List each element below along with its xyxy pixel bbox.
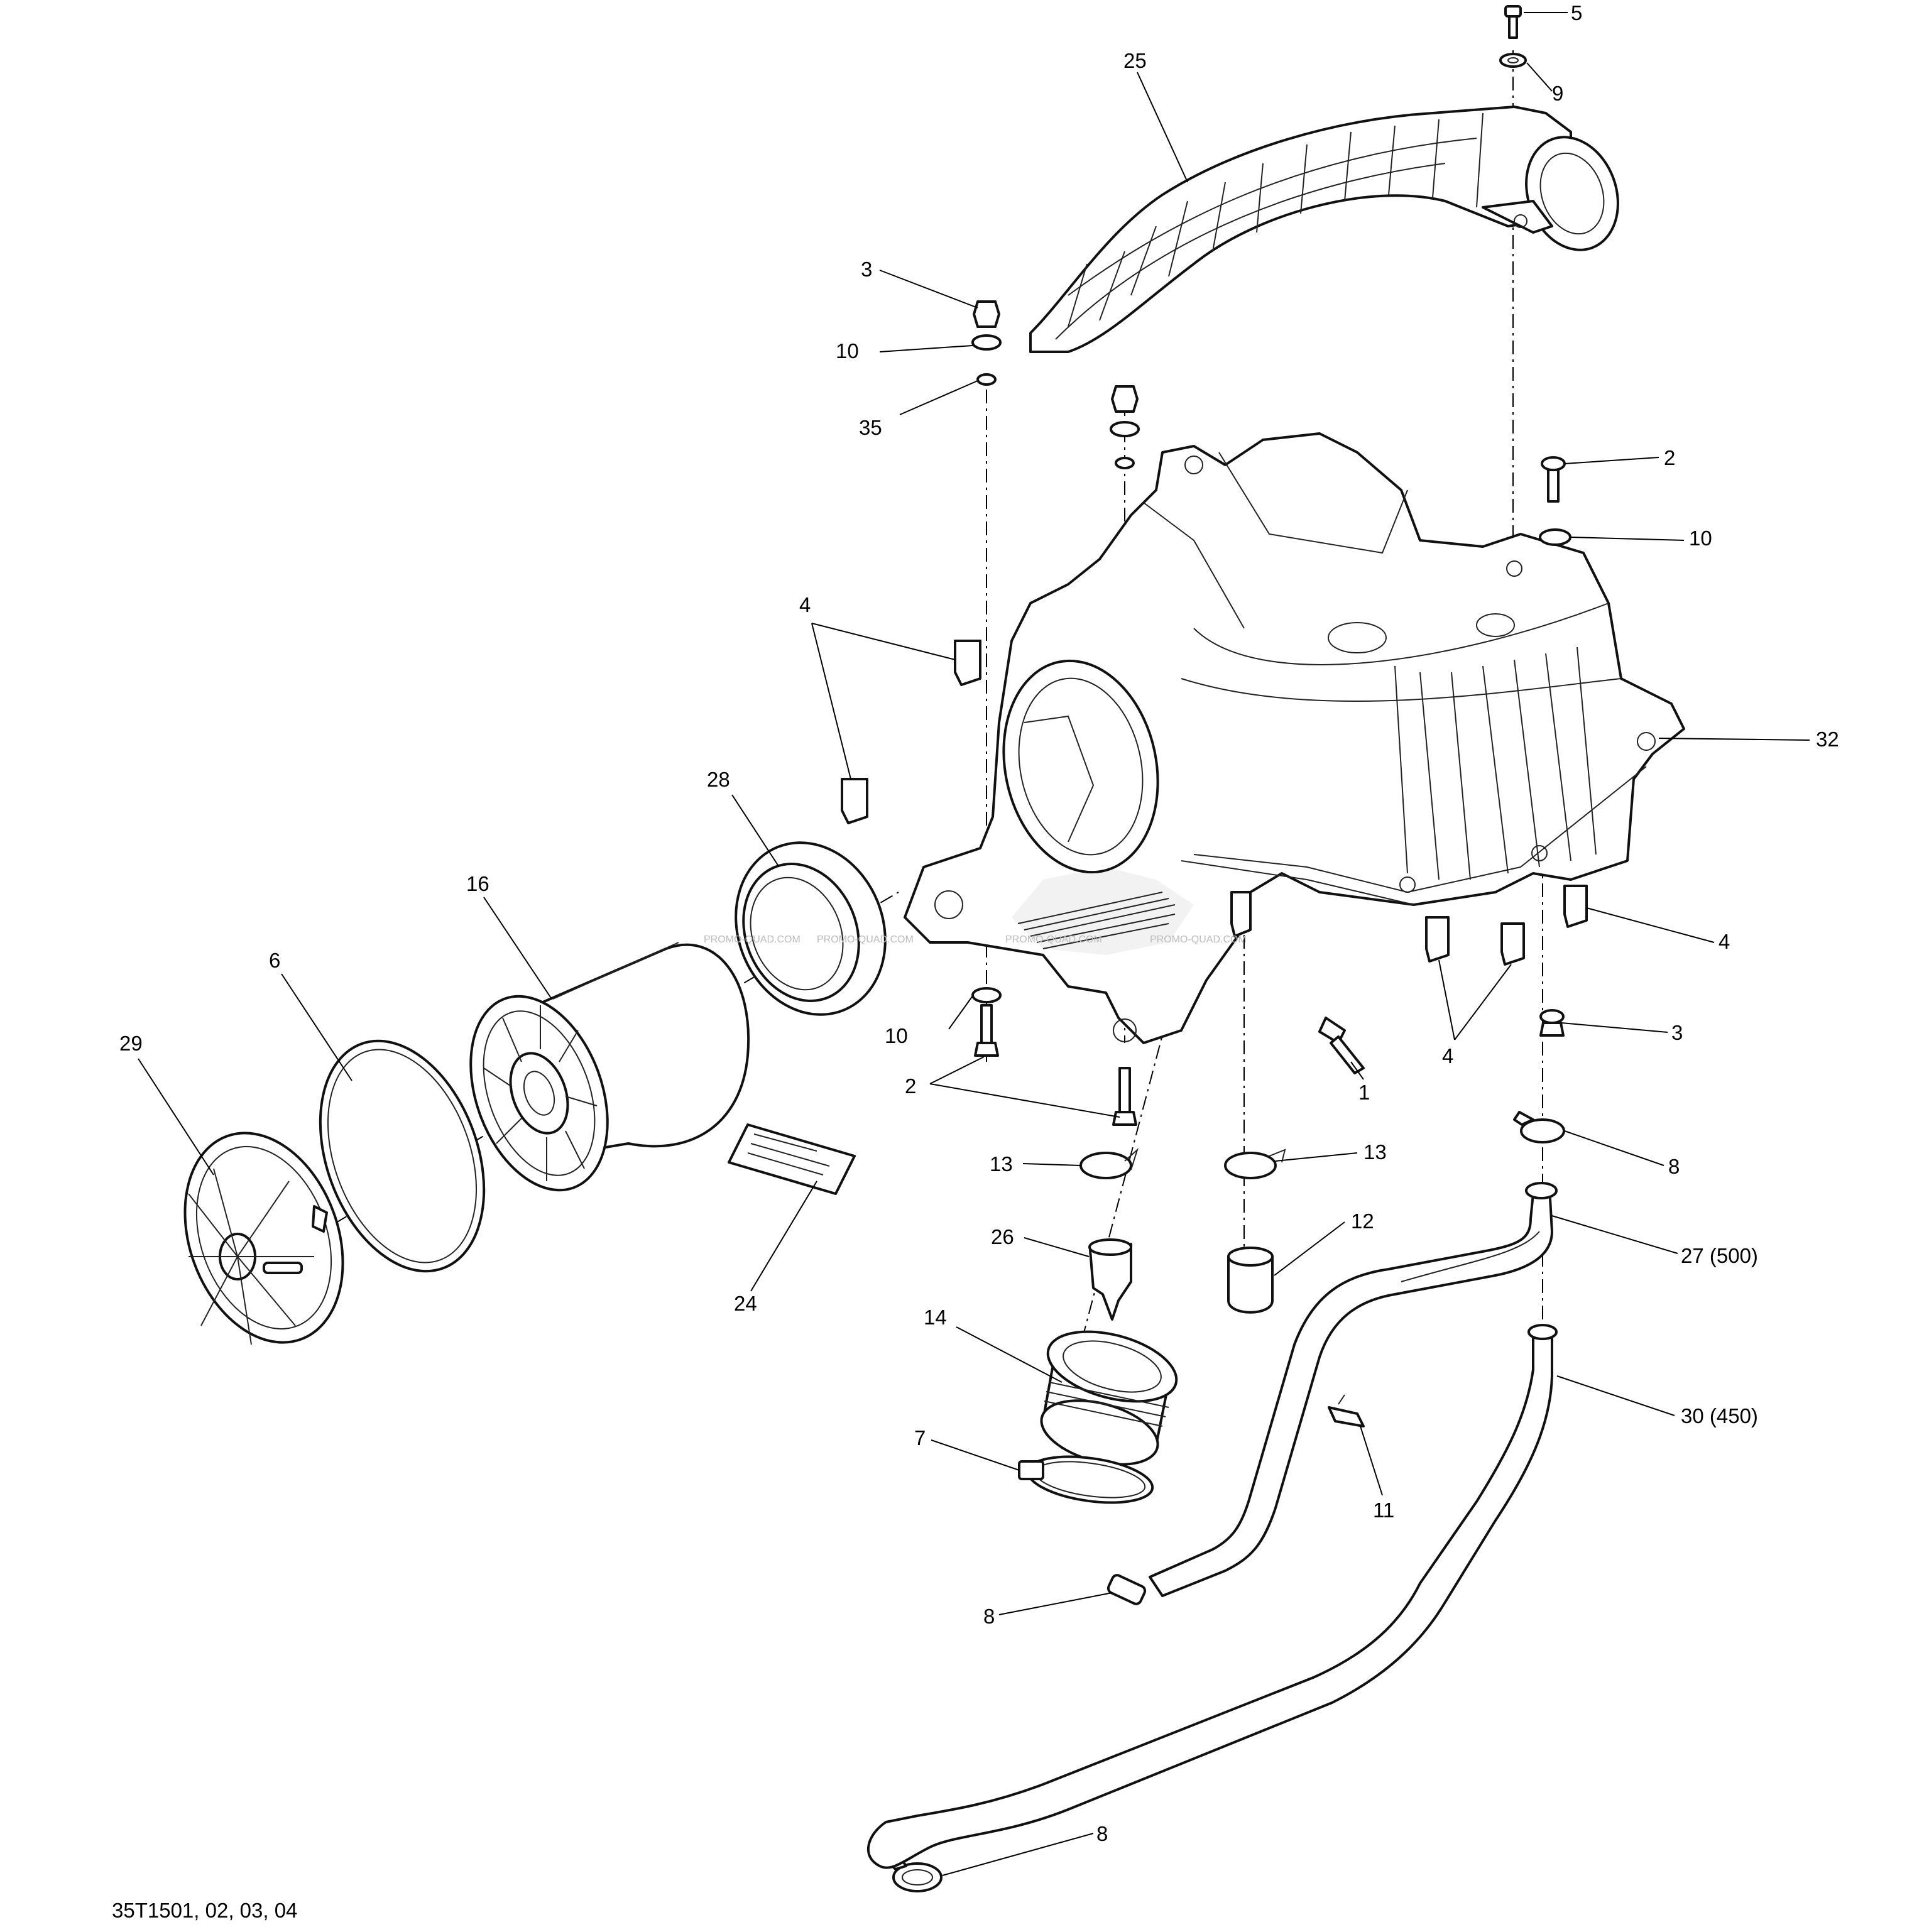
callout-25: 25 [1123,49,1147,72]
callout-10b: 10 [1689,527,1712,550]
leader-lines [138,12,1810,1876]
hose-part-27 [1149,1182,1558,1597]
callout-8a: 8 [1668,1155,1680,1178]
callout-4a: 4 [799,593,811,616]
callout-10a: 10 [836,339,859,363]
clamp-part-7 [1018,1455,1154,1504]
callout-12: 12 [1351,1209,1374,1233]
hose-part-30 [867,1324,1558,1869]
callout-32: 32 [1816,728,1839,751]
callout-13a: 13 [990,1152,1013,1176]
callout-8c: 8 [1096,1822,1108,1845]
callout-30: 30 (450) [1681,1404,1758,1427]
hardware [841,5,1588,1126]
callout-10c: 10 [885,1024,908,1047]
intake-duct-part-25 [1029,106,1619,353]
svg-text:PROMO-QUAD.COM: PROMO-QUAD.COM [817,934,914,945]
diagram-reference-code: 35T1501, 02, 03, 04 [112,1899,297,1922]
callout-1: 1 [1358,1081,1370,1104]
callout-4c: 4 [1442,1044,1453,1067]
callout-27: 27 (500) [1681,1244,1758,1267]
callout-3a: 3 [861,258,872,281]
seal-ring-part-28 [735,841,887,1016]
callout-7: 7 [914,1426,926,1449]
air-filter-housing-part-32 [904,432,1685,1044]
cap-part-12 [1227,1247,1274,1314]
callout-13b: 13 [1363,1140,1387,1164]
callout-6: 6 [269,949,280,972]
callout-11: 11 [1373,1498,1394,1522]
callout-3b: 3 [1671,1021,1683,1044]
callout-labels: 5 9 25 3 10 35 2 10 4 32 28 16 6 29 4 10… [119,1,1839,1845]
callout-16: 16 [466,872,489,895]
callout-2b: 2 [905,1074,916,1098]
callout-8b: 8 [983,1605,995,1628]
callout-5: 5 [1571,1,1582,25]
adapter-part-14 [1040,1330,1178,1466]
svg-text:PROMO-QUAD.COM: PROMO-QUAD.COM [1150,934,1247,945]
hose-clamps-part-8 [885,1111,1565,1892]
label-part-24 [728,1123,856,1195]
callout-29: 29 [119,1032,143,1055]
svg-text:PROMO-QUAD.COM: PROMO-QUAD.COM [1005,934,1102,945]
callout-14: 14 [924,1306,947,1329]
o-ring-part-6 [319,1039,486,1273]
filter-cover-part-29 [183,1132,344,1345]
callout-35: 35 [859,416,882,439]
callout-9: 9 [1552,82,1563,105]
clip-part-11 [1328,1394,1365,1427]
spring-clamps-part-13 [1079,1147,1286,1179]
callout-4b: 4 [1719,930,1730,953]
svg-text:PROMO-QUAD.COM: PROMO-QUAD.COM [704,934,801,945]
callout-26: 26 [991,1225,1014,1248]
callout-24: 24 [734,1292,757,1315]
callout-28: 28 [707,768,730,791]
watermark: PROMO-QUAD.COM PROMO-QUAD.COM PROMO-QUAD… [704,934,1247,945]
filter-element-part-16 [469,942,750,1192]
drain-valve-part-26 [1088,1238,1132,1321]
callout-2a: 2 [1664,446,1675,469]
